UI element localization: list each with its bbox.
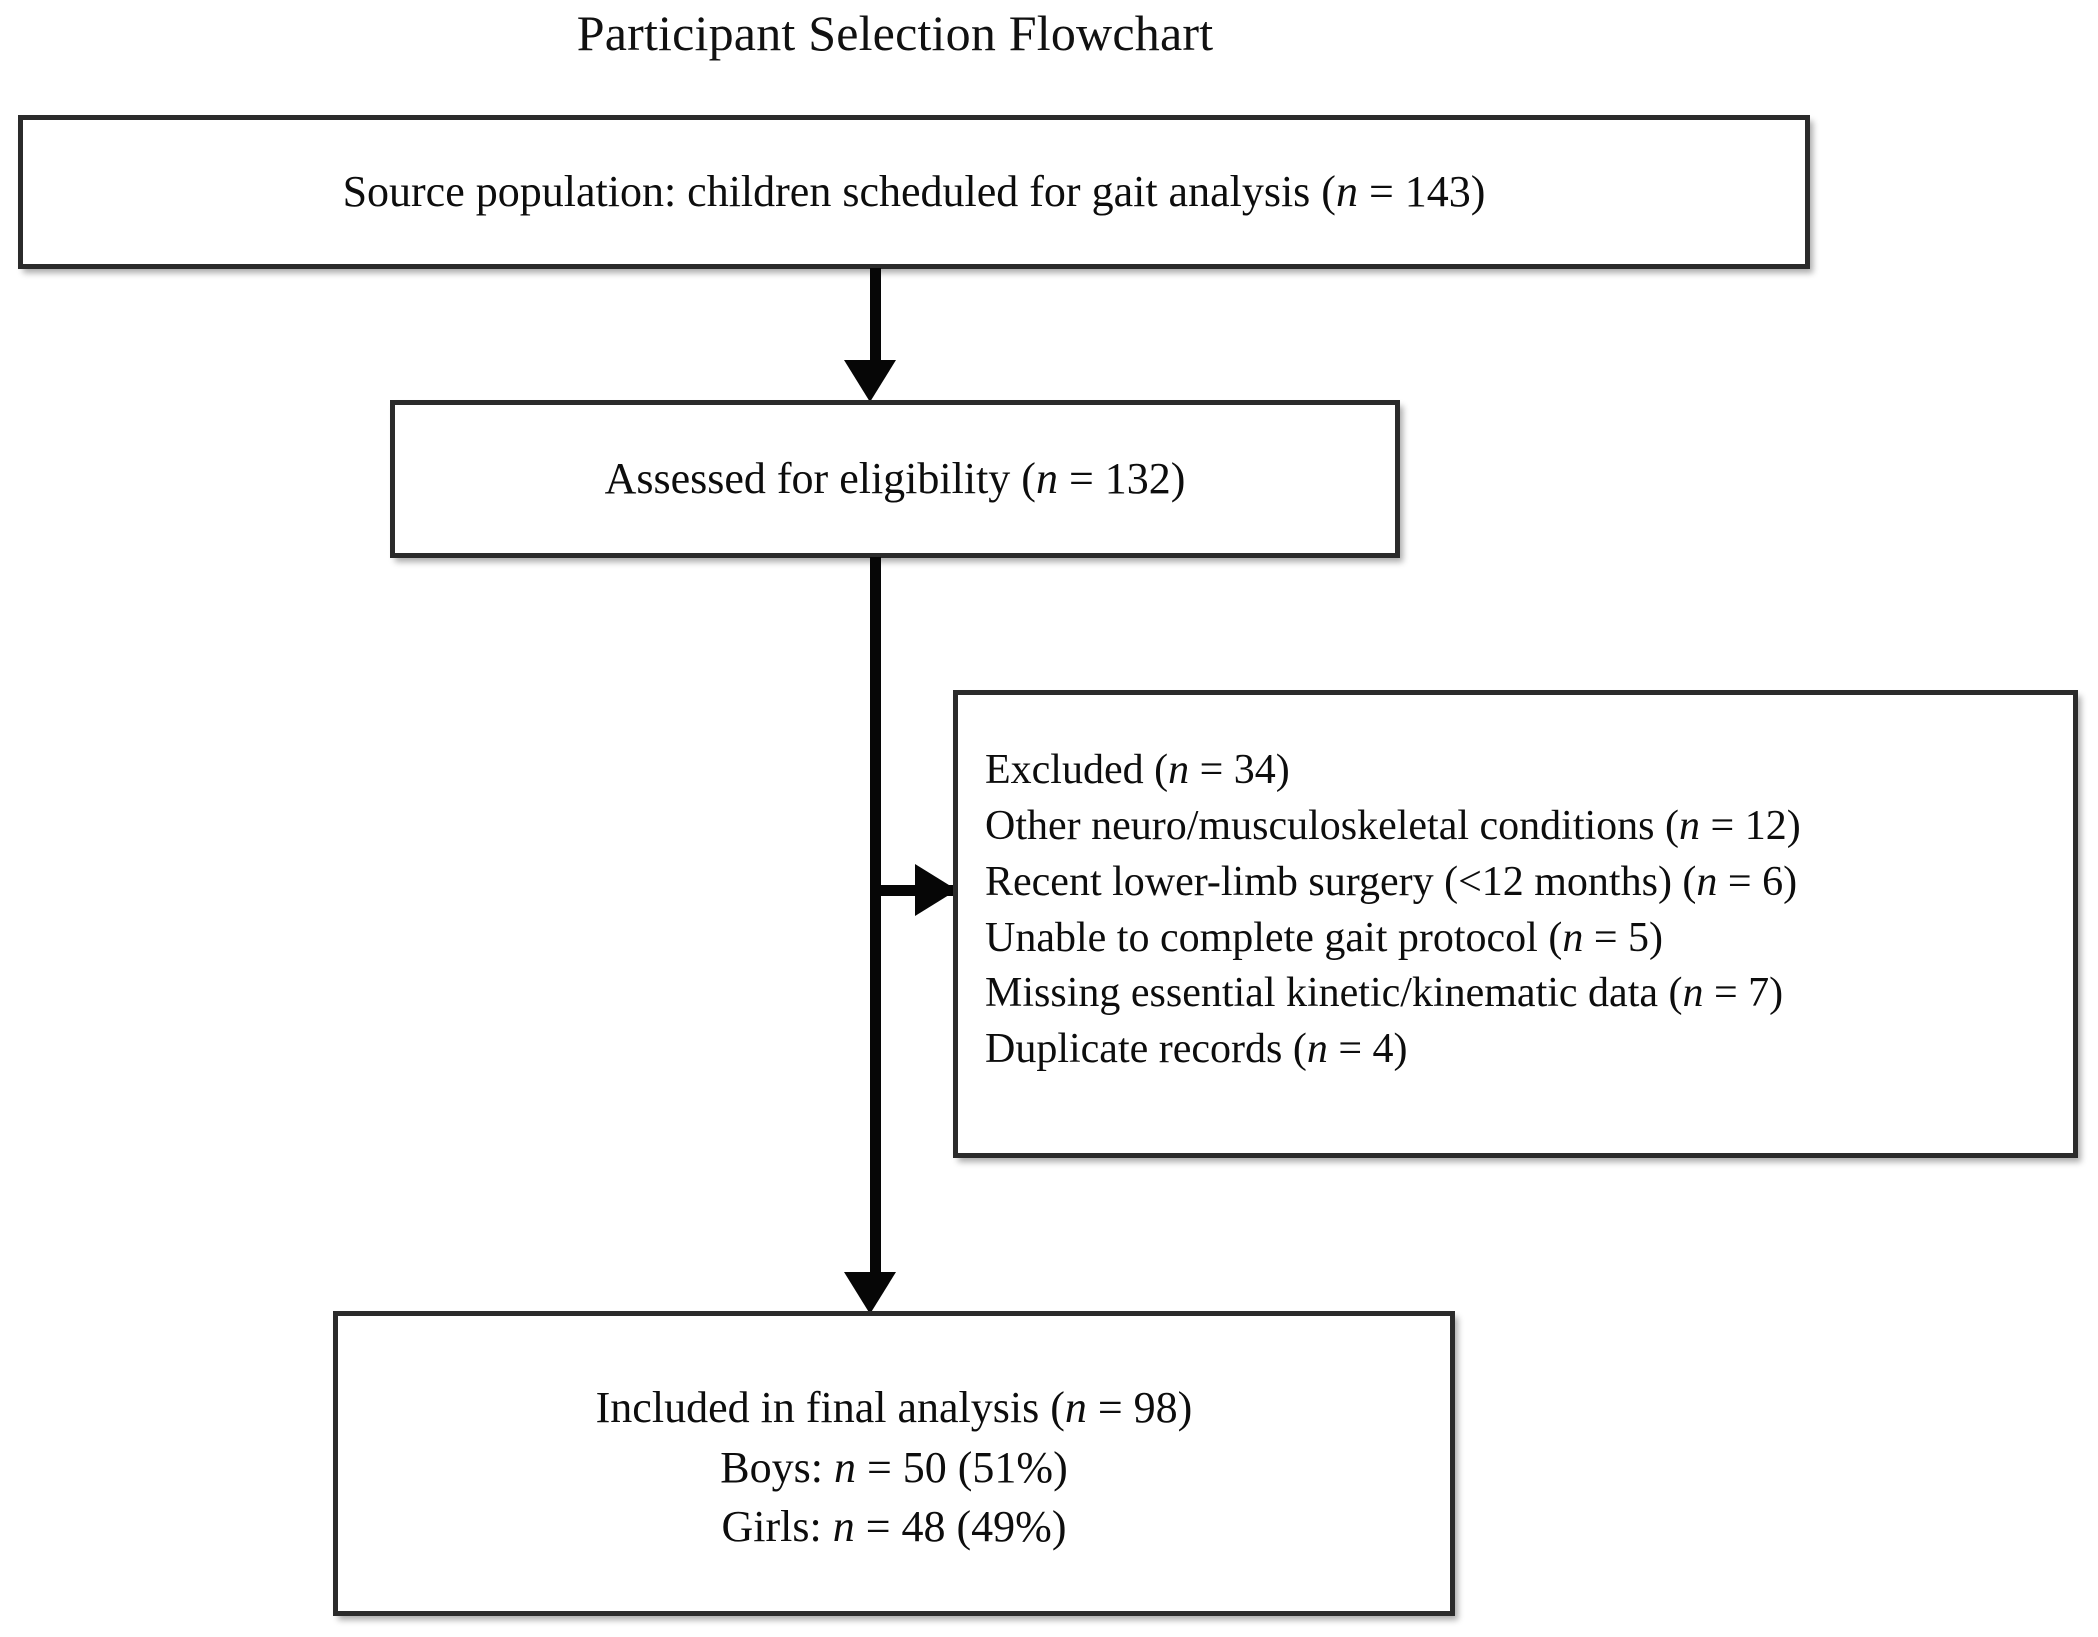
excluded-line-2-n-symbol: n: [1696, 858, 1718, 905]
excluded-line-5-suffix: = 4): [1327, 1026, 1408, 1073]
eligibility-label-prefix: Assessed for eligibility (: [604, 454, 1036, 504]
eligibility-n-symbol: n: [1035, 454, 1058, 504]
excluded-line-5-prefix: Duplicate records (: [985, 1026, 1307, 1073]
excluded-line: Recent lower-limb surgery (<12 months) (…: [985, 855, 2073, 911]
included-line-2-suffix: = 48 (49%): [854, 1502, 1067, 1552]
included-line-2-n-symbol: n: [832, 1502, 855, 1552]
included-line-1-suffix: = 50 (51%): [855, 1442, 1068, 1492]
excluded-line-3-n-symbol: n: [1562, 914, 1584, 961]
included-line-0-n-symbol: n: [1064, 1382, 1087, 1432]
connector-source-to-eligibility-line: [870, 268, 881, 366]
included-line-1-n-symbol: n: [833, 1442, 856, 1492]
connector-eligibility-to-included-arrowhead-icon: [844, 1272, 896, 1314]
connector-eligibility-to-excluded-arrowhead-icon: [915, 864, 957, 916]
excluded-line-3-suffix: = 5): [1583, 914, 1664, 961]
node-included-final-analysis: Included in final analysis (n = 98) Boys…: [333, 1311, 1455, 1616]
excluded-line-4-n-symbol: n: [1682, 970, 1704, 1017]
page-title: Participant Selection Flowchart: [576, 5, 1214, 61]
excluded-line-0-n-symbol: n: [1168, 747, 1190, 793]
included-line-0-prefix: Included in final analysis (: [595, 1382, 1065, 1432]
excluded-line: Duplicate records (n = 4): [985, 1022, 2073, 1078]
excluded-line-0-prefix: Excluded (: [985, 747, 1169, 793]
node-source-population-label: Source population: children scheduled fo…: [343, 164, 1486, 219]
excluded-line-1-n-symbol: n: [1679, 802, 1701, 849]
excluded-line-5-n-symbol: n: [1306, 1026, 1328, 1073]
excluded-line-4-prefix: Missing essential kinetic/kinematic data…: [985, 970, 1683, 1017]
eligibility-label-suffix: = 132): [1057, 454, 1186, 504]
excluded-line: Excluded (n = 34): [985, 743, 2073, 799]
source-label-suffix: = 143): [1357, 167, 1486, 217]
source-label-prefix: Source population: children scheduled fo…: [342, 167, 1336, 217]
node-assessed-eligibility-label: Assessed for eligibility (n = 132): [605, 451, 1186, 506]
node-source-population: Source population: children scheduled fo…: [18, 115, 1810, 269]
excluded-line: Unable to complete gait protocol (n = 5): [985, 911, 2073, 967]
connector-eligibility-to-included-line: [870, 557, 881, 1279]
excluded-line-0-suffix: = 34): [1189, 747, 1290, 793]
included-line: Girls: n = 48 (49%): [721, 1497, 1066, 1557]
connector-source-to-eligibility-arrowhead-icon: [844, 360, 896, 402]
excluded-line-4-suffix: = 7): [1703, 970, 1784, 1017]
excluded-line-1-prefix: Other neuro/musculoskeletal conditions (: [985, 802, 1680, 849]
excluded-line-2-prefix: Recent lower-limb surgery (<12 months) (: [985, 858, 1697, 905]
included-line-1-prefix: Boys:: [720, 1442, 834, 1492]
included-line-0-suffix: = 98): [1086, 1382, 1193, 1432]
source-n-symbol: n: [1335, 167, 1358, 217]
excluded-line-3-prefix: Unable to complete gait protocol (: [985, 914, 1563, 961]
excluded-line: Other neuro/musculoskeletal conditions (…: [985, 799, 2073, 855]
excluded-line-2-suffix: = 6): [1717, 858, 1798, 905]
included-line: Included in final analysis (n = 98): [596, 1378, 1193, 1438]
included-line-2-prefix: Girls:: [721, 1502, 833, 1552]
excluded-line-1-suffix: = 12): [1700, 802, 1801, 849]
node-assessed-eligibility: Assessed for eligibility (n = 132): [390, 400, 1400, 558]
included-line: Boys: n = 50 (51%): [720, 1438, 1067, 1498]
excluded-line: Missing essential kinetic/kinematic data…: [985, 966, 2073, 1022]
node-excluded: Excluded (n = 34) Other neuro/musculoske…: [953, 690, 2078, 1158]
